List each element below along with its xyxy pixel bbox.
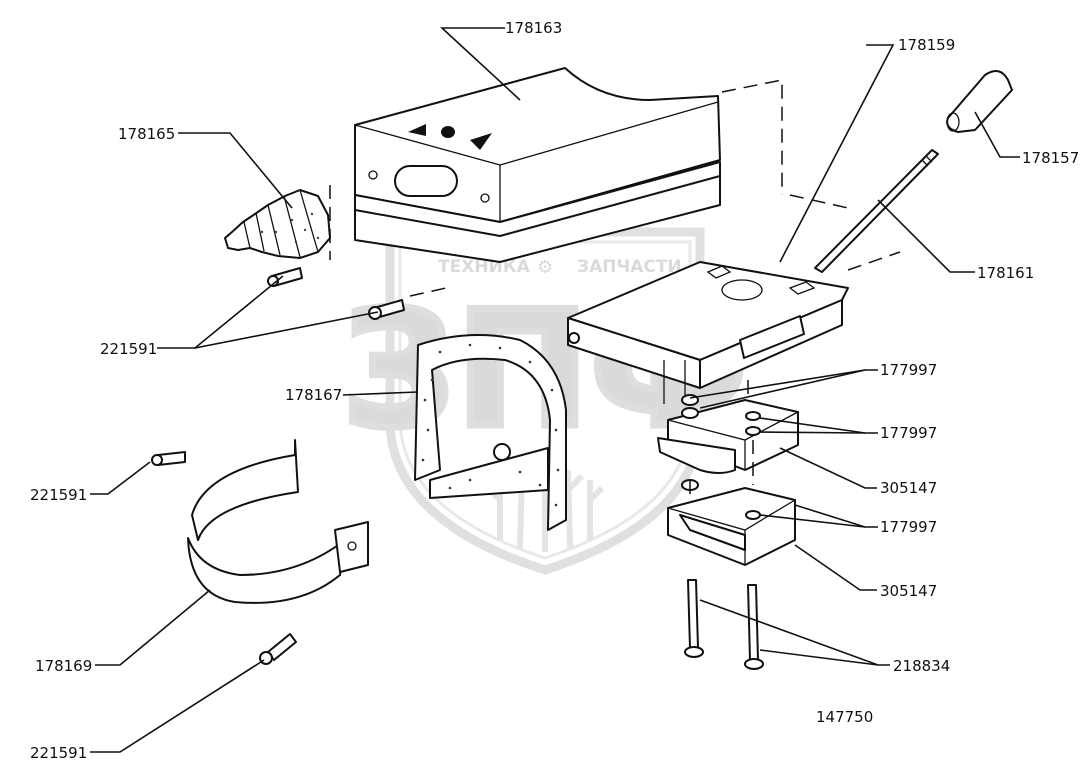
label-washer-1: 177997 [880, 361, 937, 379]
label-drawing-number: 147750 [816, 708, 873, 726]
label-screw-upper: 221591 [100, 340, 157, 358]
part-cover-178163 [354, 67, 721, 263]
label-boot: 178165 [118, 125, 175, 143]
part-bolts-218834 [684, 579, 764, 670]
part-screw-221591-bottom [259, 633, 297, 665]
label-washer-2: 177997 [880, 424, 937, 442]
label-bolts: 218834 [893, 657, 950, 675]
label-lever-plate: 178159 [898, 36, 955, 54]
part-bracket-305147-lower [667, 479, 796, 566]
part-knob-178157 [946, 70, 1013, 133]
label-lever-rod: 178161 [977, 264, 1034, 282]
part-boot-178165 [224, 189, 331, 259]
assembly-guide-lines [329, 79, 901, 500]
part-clamp-178169 [187, 439, 369, 604]
label-bracket-lower: 305147 [880, 582, 937, 600]
leader-lines [90, 27, 1020, 753]
label-knob: 178157 [1022, 149, 1079, 167]
part-screw-221591-clamp [151, 451, 186, 466]
label-cover-top: 178163 [505, 19, 562, 37]
part-seal-frame-178167 [414, 334, 567, 531]
label-screw-bottom: 221591 [30, 744, 87, 762]
watermark-gear-icon: ⚙ [537, 257, 553, 278]
part-lever-plate-178159 [567, 261, 849, 404]
label-washer-3: 177997 [880, 518, 937, 536]
label-seal-frame: 178167 [285, 386, 342, 404]
watermark-brand-right: ЗАПЧАСТИ [577, 257, 682, 277]
label-bracket-upper: 305147 [880, 479, 937, 497]
label-clamp: 178169 [35, 657, 92, 675]
watermark-brand-left: ТЕХНИКА [438, 257, 531, 277]
label-screw-clamp: 221591 [30, 486, 87, 504]
part-lever-rod-178161 [814, 149, 939, 273]
part-bracket-305147-upper [657, 394, 799, 474]
part-labels: 178163 178165 178159 178157 178161 22159… [30, 19, 1079, 762]
